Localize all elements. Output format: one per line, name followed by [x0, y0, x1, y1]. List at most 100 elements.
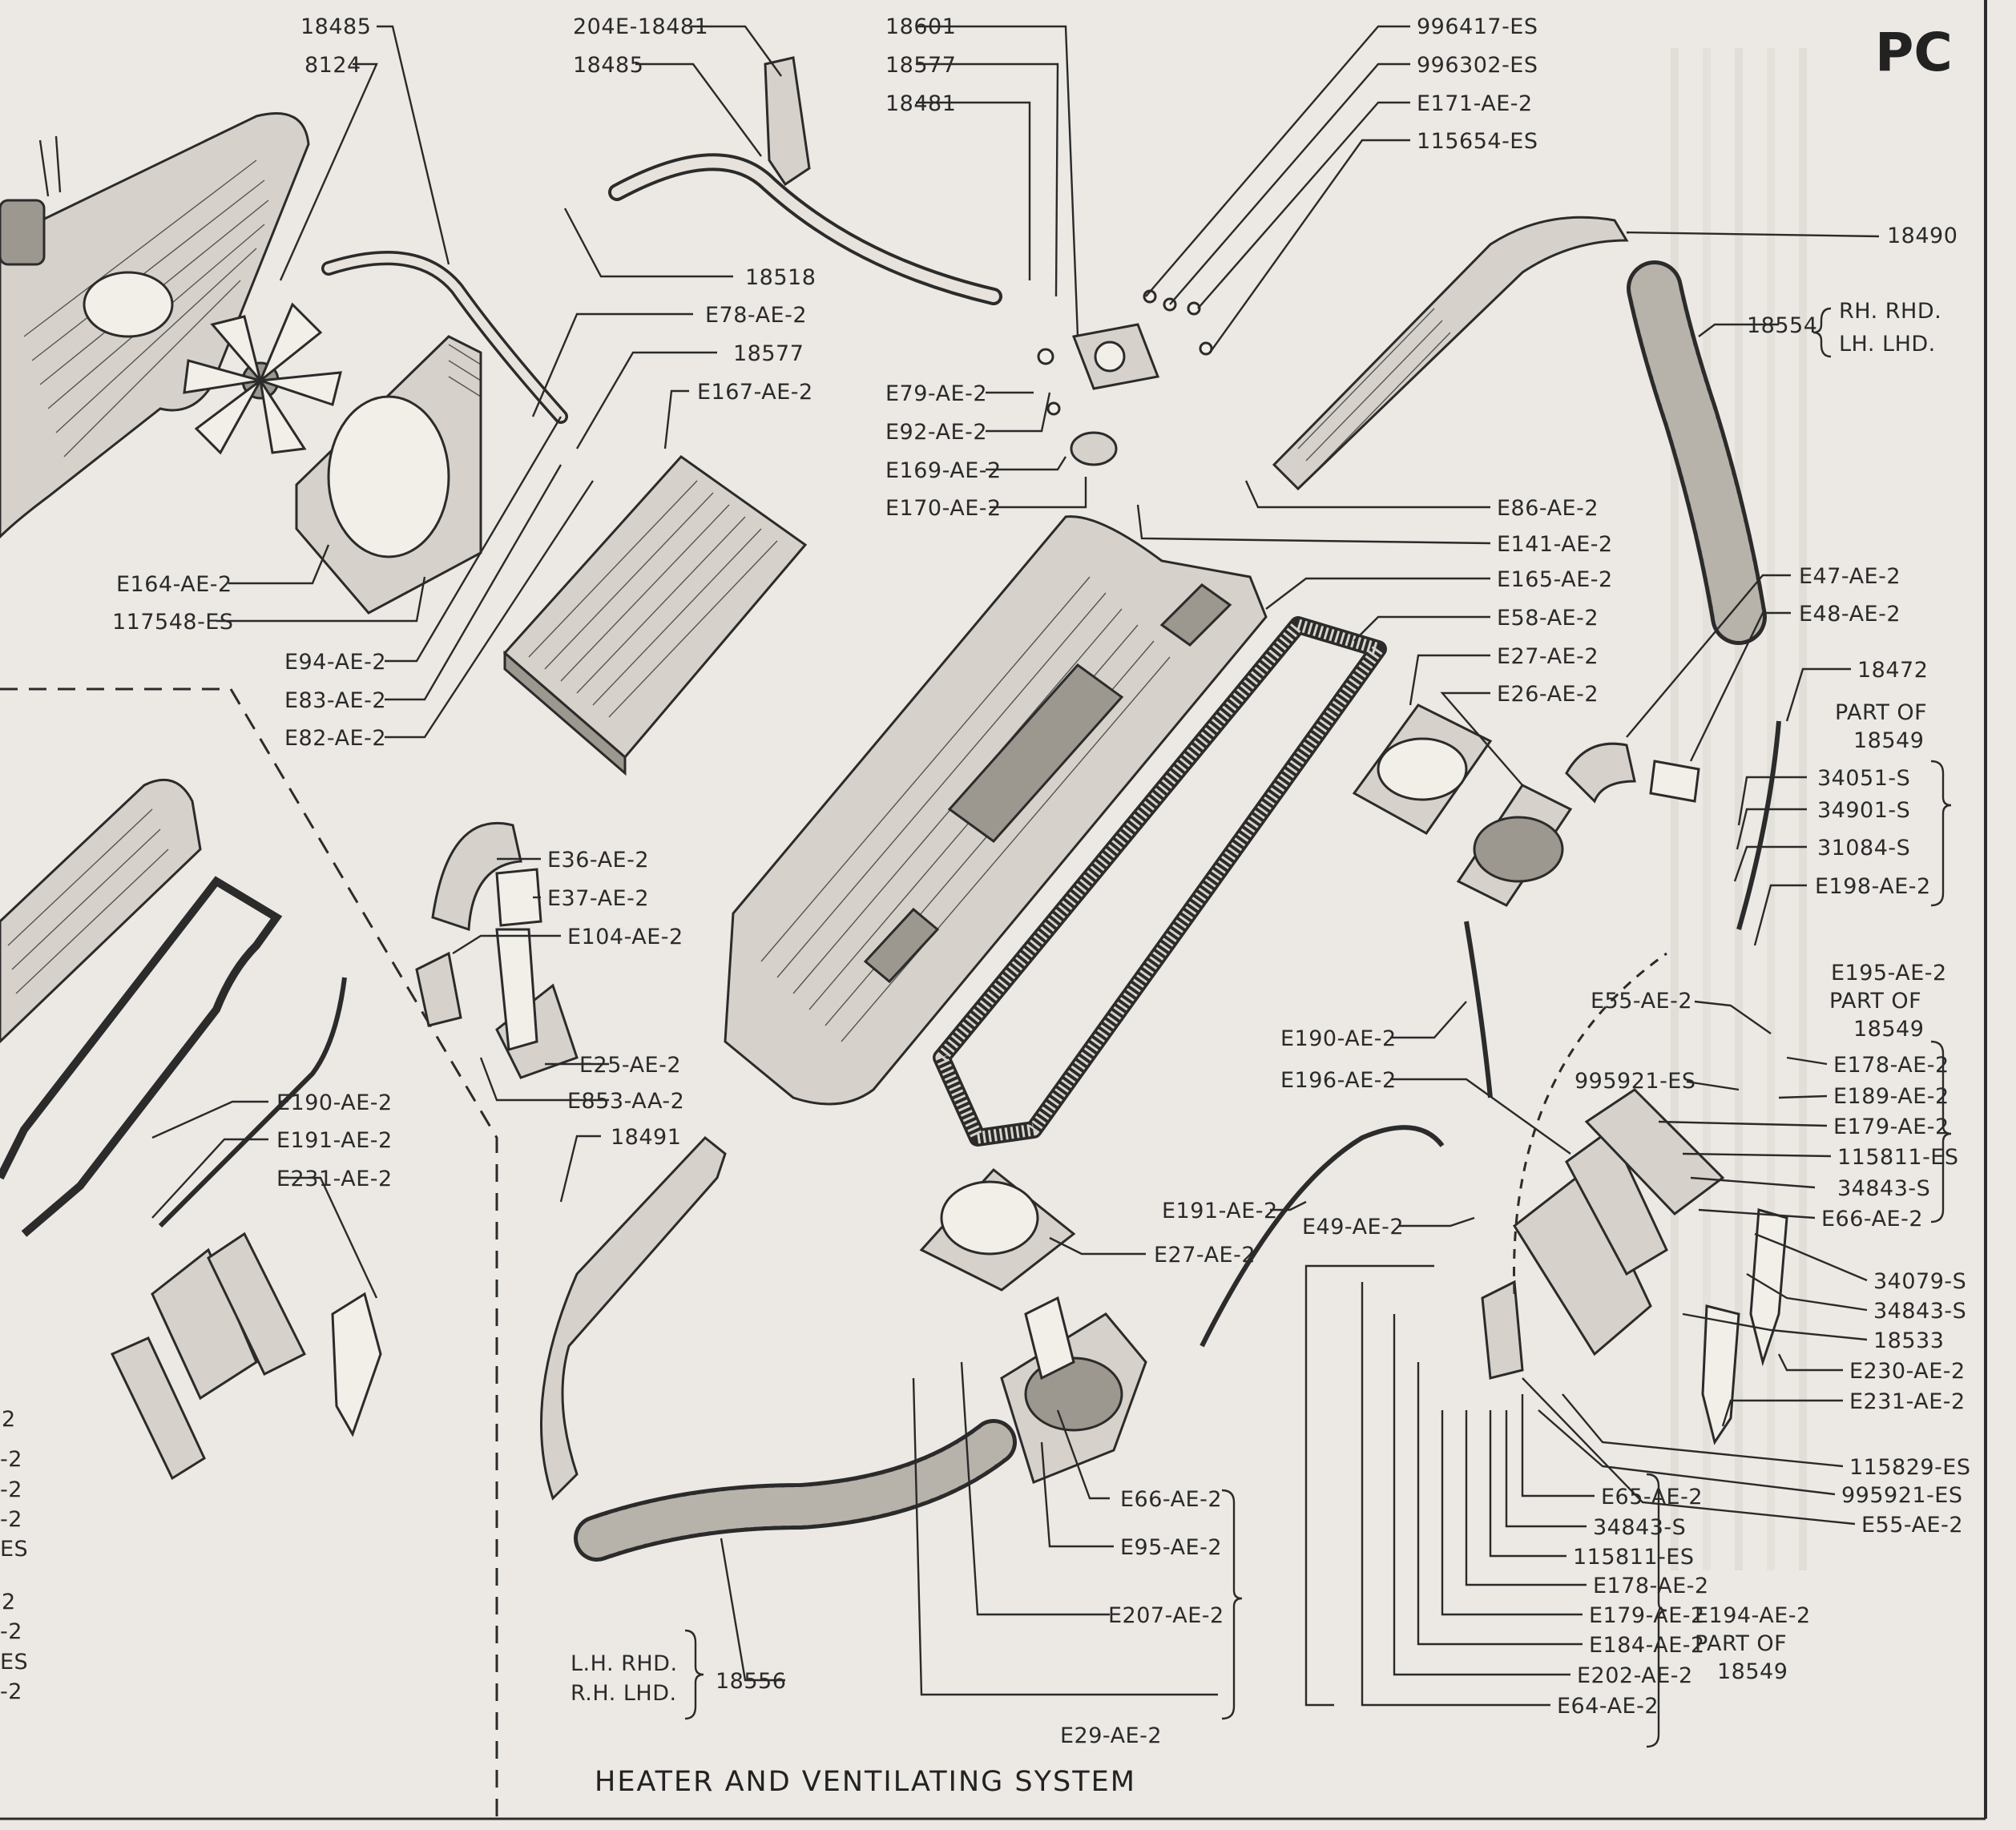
valve-body-e95: [1000, 1296, 1147, 1484]
elbow-e47: [1565, 742, 1636, 804]
part-label: 34901-S: [1817, 798, 1910, 823]
part-label: 115829-ES: [1849, 1455, 1971, 1480]
part-label: LH. LHD.: [1839, 332, 1936, 357]
part-label: RH. RHD.: [1839, 299, 1941, 324]
part-label: E25-AE-2: [579, 1053, 681, 1078]
part-label: E178-AE-2: [1593, 1574, 1709, 1598]
part-label: E194-AE-2: [1695, 1603, 1811, 1628]
part-label: 18554: [1747, 313, 1817, 338]
part-label: E178-AE-2: [1833, 1053, 1949, 1078]
diagram-title: HEATER AND VENTILATING SYSTEM: [595, 1766, 1136, 1798]
part-label: 18577: [733, 341, 804, 366]
part-label: 31084-S: [1817, 836, 1910, 861]
control-cable-dashed: [1513, 952, 1667, 1295]
sleeve-e37: [495, 868, 542, 927]
part-label: 18485: [300, 14, 371, 39]
part-label: 115654-ES: [1417, 129, 1538, 154]
part-label: E179-AE-2: [1589, 1603, 1705, 1628]
part-label-cut: ES: [0, 1650, 28, 1675]
part-label: E78-AE-2: [705, 303, 807, 328]
part-label: 34843-S: [1593, 1515, 1686, 1540]
part-label: E49-AE-2: [1302, 1215, 1404, 1239]
outlet-e58: [1352, 703, 1493, 835]
part-label-cut: 2: [2, 1407, 16, 1432]
part-label: E36-AE-2: [547, 848, 649, 873]
part-label: E179-AE-2: [1833, 1115, 1949, 1139]
part-label: 995921-ES: [1574, 1069, 1696, 1094]
bracket-204e-18481: [764, 56, 811, 187]
blower-housing: [0, 112, 310, 539]
duct-18491: [540, 1135, 727, 1501]
part-label: E169-AE-2: [885, 458, 1002, 483]
part-label: L.H. RHD.: [571, 1651, 678, 1676]
part-label: E165-AE-2: [1497, 567, 1613, 592]
heater-case: [724, 515, 1268, 1106]
part-label: 18485: [573, 53, 643, 78]
page-code: PC: [1875, 22, 1953, 83]
part-label-cut: -2: [0, 1447, 22, 1472]
gasket-frame: [933, 616, 1387, 1147]
tube-e36: [431, 821, 522, 932]
part-label: E207-AE-2: [1108, 1603, 1224, 1628]
right-control-assembly: [1481, 1088, 1788, 1445]
part-label: E170-AE-2: [885, 496, 1002, 521]
part-label: E230-AE-2: [1849, 1359, 1966, 1384]
part-label-cut: -2: [0, 1507, 22, 1532]
part-label: 18518: [745, 265, 816, 290]
part-label: E171-AE-2: [1417, 91, 1533, 116]
part-label: E94-AE-2: [284, 650, 386, 675]
part-label: PART OF: [1829, 989, 1921, 1014]
bowden-cable-e191: [1200, 1125, 1445, 1348]
part-label: E37-AE-2: [547, 886, 649, 911]
part-label: E82-AE-2: [284, 726, 386, 751]
fan-shroud: [295, 335, 482, 615]
part-label-cut: -2: [0, 1679, 22, 1704]
outlet-e27-lower: [919, 1167, 1076, 1292]
part-label: 34843-S: [1837, 1176, 1930, 1201]
part-label: E189-AE-2: [1833, 1084, 1949, 1109]
part-label: E29-AE-2: [1060, 1723, 1162, 1748]
part-label: E95-AE-2: [1120, 1535, 1222, 1560]
bowden-cable-e190: [1464, 921, 1493, 1098]
part-label: E164-AE-2: [116, 572, 232, 597]
left-inset-gasket: [0, 876, 283, 1237]
part-label: E92-AE-2: [885, 420, 987, 445]
group-brackets: [684, 307, 1952, 1748]
part-label: E184-AE-2: [1589, 1633, 1705, 1658]
blower-motor: [0, 135, 62, 266]
sleeve-e48: [1649, 760, 1700, 803]
leader-lines: [151, 25, 1880, 1707]
part-label: E55-AE-2: [1861, 1513, 1963, 1538]
part-label: E231-AE-2: [1849, 1389, 1966, 1414]
part-label: E26-AE-2: [1497, 682, 1599, 707]
part-label: E190-AE-2: [1280, 1026, 1397, 1051]
part-label: PART OF: [1835, 700, 1927, 725]
part-label: 18491: [611, 1125, 681, 1150]
part-label: E191-AE-2: [1162, 1199, 1278, 1223]
part-label: 34079-S: [1873, 1269, 1966, 1294]
part-label: 8124: [304, 53, 361, 78]
part-label-cut: -2: [0, 1477, 22, 1502]
left-inset-duct: [0, 778, 202, 1044]
part-label: PART OF: [1695, 1631, 1787, 1656]
part-label: E48-AE-2: [1799, 602, 1901, 627]
part-label: 996417-ES: [1417, 14, 1538, 39]
heater-core: [502, 455, 808, 776]
part-label: E853-AA-2: [567, 1089, 684, 1114]
part-label: 18549: [1717, 1659, 1788, 1684]
part-label: 18481: [885, 91, 956, 116]
part-label: E167-AE-2: [697, 380, 813, 405]
part-label-cut: -2: [0, 1619, 22, 1644]
part-label: E198-AE-2: [1815, 874, 1931, 899]
part-label: 18549: [1853, 1017, 1924, 1042]
part-label: 34843-S: [1873, 1299, 1966, 1324]
part-label: 18601: [885, 14, 956, 39]
part-label: 995921-ES: [1841, 1483, 1963, 1508]
part-label: E202-AE-2: [1577, 1663, 1693, 1688]
part-number-labels: 18485 8124 204E-18481 18485 18601 18577 …: [0, 14, 1971, 1748]
part-label: E27-AE-2: [1154, 1243, 1256, 1268]
bowden-cable-left: [158, 977, 347, 1228]
flange-e25: [495, 928, 579, 1079]
part-label: 18472: [1857, 658, 1928, 683]
